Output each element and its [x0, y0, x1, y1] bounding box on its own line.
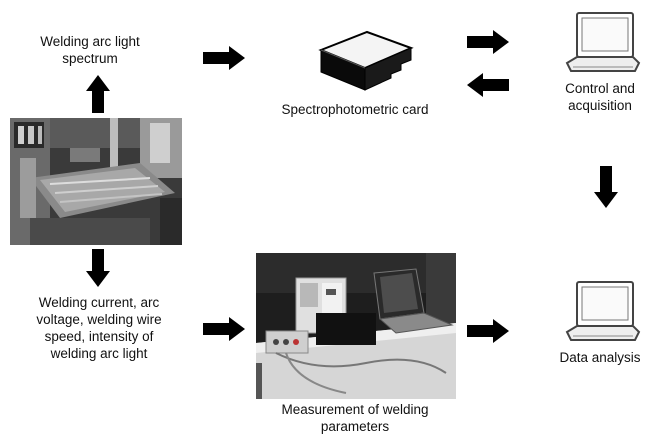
arrow-down-control-to-analysis: [594, 166, 618, 208]
welding-params-label: Welding current, arc voltage, welding wi…: [14, 294, 184, 362]
arrow-left-computer-to-card: [467, 73, 509, 97]
arc-spectrum-label-line2: spectrum: [62, 51, 118, 66]
spectrometer-card-icon: [318, 30, 414, 91]
params-label-line1: Welding current, arc: [38, 295, 160, 310]
arrow-up-machine-to-spectrum: [86, 75, 110, 113]
computer-top-icon: [565, 12, 641, 72]
welding-machine-photo: [10, 118, 182, 245]
computer-bottom-icon: [565, 281, 641, 341]
control-label-line2: acquisition: [568, 98, 632, 113]
params-label-line4: welding arc light: [50, 346, 148, 361]
arrow-right-spectrum-to-card: [203, 46, 245, 70]
measurement-label-line1: Measurement of welding: [281, 402, 429, 417]
arc-spectrum-label-line1: Welding arc light: [40, 34, 140, 49]
data-analysis-label: Data analysis: [559, 350, 641, 365]
params-label-line3: speed, intensity of: [44, 329, 154, 344]
measurement-label-line2: parameters: [320, 419, 390, 434]
spectro-card-label: Spectrophotometric card: [281, 102, 429, 117]
control-label-line1: Control and: [565, 81, 635, 96]
arc-spectrum-label: Welding arc light spectrum: [20, 33, 160, 67]
arrow-right-measurement-to-analysis: [467, 319, 509, 343]
measurement-setup-photo: [256, 253, 456, 399]
arrow-right-card-to-computer: [467, 30, 509, 54]
params-label-line2: voltage, welding wire: [36, 312, 162, 327]
measurement-label: Measurement of welding parameters: [255, 401, 455, 435]
arrow-down-machine-to-params: [86, 249, 110, 287]
arrow-right-params-to-measurement: [203, 317, 245, 341]
control-acquisition-label: Control and acquisition: [545, 80, 655, 114]
